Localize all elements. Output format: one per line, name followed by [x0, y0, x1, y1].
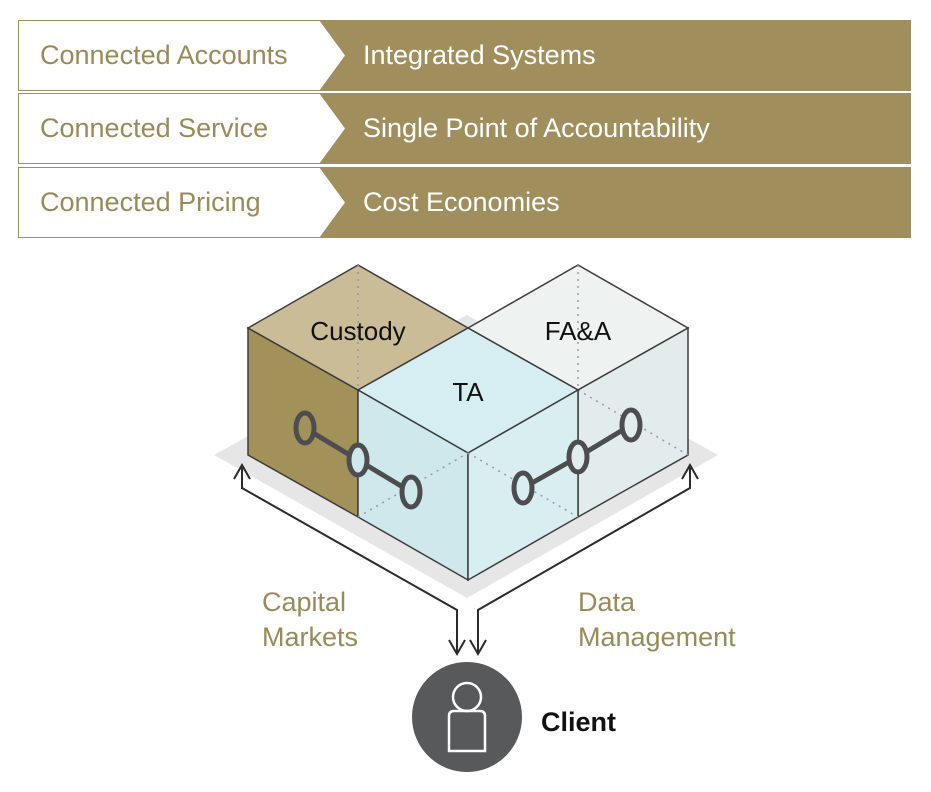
row-right-label: Cost Economies	[363, 187, 560, 217]
custody-label: Custody	[310, 316, 405, 346]
faa-label: FA&A	[545, 316, 612, 346]
markets-label-line2: Markets	[262, 622, 358, 652]
capital-label-line1: Capital	[262, 587, 346, 617]
chain-link-icon	[511, 407, 643, 506]
management-label-line2: Management	[578, 622, 736, 652]
row-left-label: Connected Pricing	[40, 187, 261, 217]
table-row: Connected Pricing Cost Economies	[18, 167, 911, 238]
row-background	[18, 167, 911, 238]
row-left-label: Connected Accounts	[40, 40, 288, 70]
data-management-arrow	[469, 462, 699, 657]
row-right-label: Integrated Systems	[363, 40, 596, 70]
chain-link-icon	[293, 410, 423, 510]
client-label: Client	[541, 707, 616, 737]
row-right-label: Single Point of Accountability	[363, 113, 710, 143]
row-background	[18, 20, 911, 91]
ta-label: TA	[452, 377, 484, 407]
table-row: Connected Service Single Point of Accoun…	[18, 93, 911, 164]
table-row: Connected Accounts Integrated Systems	[18, 20, 911, 91]
data-label-line1: Data	[578, 587, 636, 617]
client-person-icon	[412, 662, 522, 772]
row-left-label: Connected Service	[40, 113, 269, 143]
row-background	[18, 93, 911, 164]
capital-markets-arrow	[233, 462, 466, 657]
